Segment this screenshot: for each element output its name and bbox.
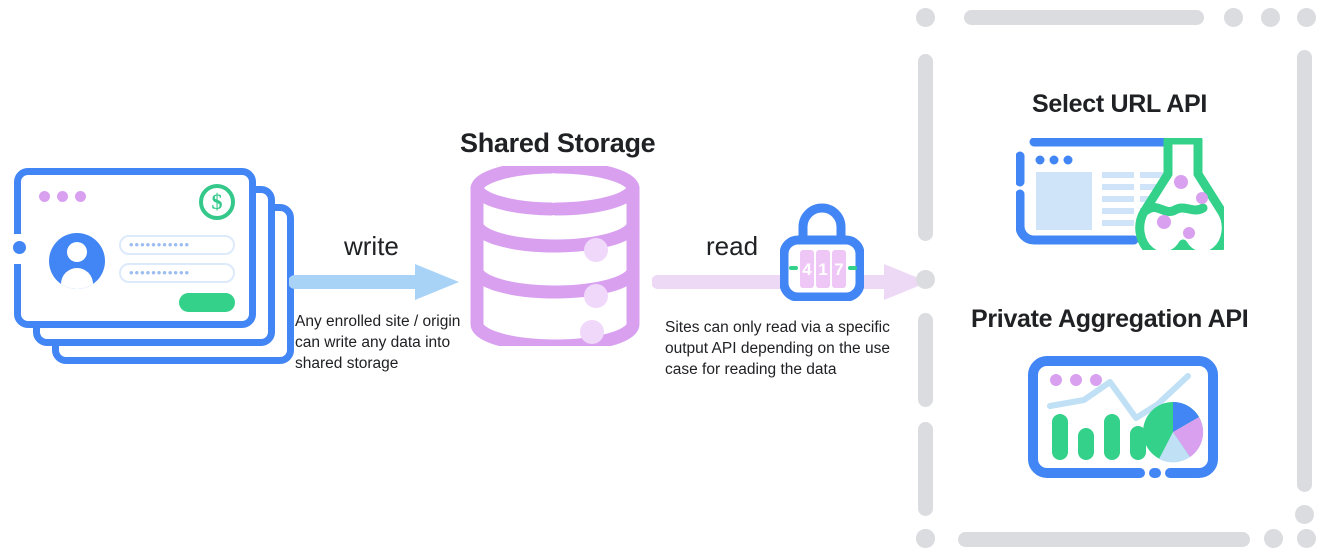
- panel-border-bottom-dot-3: [1297, 529, 1316, 548]
- panel-border-top-dot-4: [1297, 8, 1316, 27]
- panel-border-left-dot-1: [916, 270, 935, 289]
- panel-border-top-dot-1: [916, 8, 935, 27]
- enrolled-sites-card-stack: $ ••••••••••• •••••••••••: [13, 168, 294, 368]
- submit-button[interactable]: [179, 293, 235, 312]
- write-caption: Any enrolled site / origin can write any…: [295, 313, 461, 372]
- panel-border-left-dash-3: [918, 422, 933, 516]
- combination-padlock-icon: 4 1 7: [779, 203, 865, 306]
- site-card-front: $ ••••••••••• •••••••••••: [14, 168, 256, 328]
- lock-digit-3: 7: [834, 260, 843, 279]
- panel-border-top-dot-3: [1261, 8, 1280, 27]
- browser-flask-icon: [1015, 135, 1231, 261]
- card-edge-dot-icon: [13, 241, 26, 254]
- panel-border-left-dash-1: [918, 54, 933, 241]
- panel-border-right-dot-1: [1295, 505, 1314, 524]
- lock-digit-2: 1: [818, 260, 827, 279]
- shared-storage-title: Shared Storage: [460, 128, 656, 158]
- dollar-coin-icon: $: [199, 184, 235, 220]
- select-url-api-title: Select URL API: [1032, 90, 1208, 118]
- panel-border-bottom-dot-1: [916, 529, 935, 548]
- password-field[interactable]: •••••••••••: [119, 263, 235, 283]
- read-label: read: [706, 231, 759, 261]
- panel-border-right-dash: [1297, 50, 1312, 492]
- read-caption: Sites can only read via a specific outpu…: [665, 319, 890, 378]
- private-aggregation-api-title: Private Aggregation API: [971, 305, 1249, 333]
- shared-storage-database-icon: [470, 160, 640, 353]
- output-apis-panel: [916, 8, 1326, 548]
- write-arrow-icon: [288, 262, 461, 307]
- panel-border-left-dash-2: [918, 313, 933, 407]
- browser-charts-icon: [1028, 356, 1218, 487]
- panel-border-bottom-dash: [958, 532, 1250, 547]
- username-field[interactable]: •••••••••••: [119, 235, 235, 255]
- panel-border-top-dash: [964, 10, 1204, 25]
- panel-border-top-dot-2: [1224, 8, 1243, 27]
- panel-border-bottom-dot-2: [1264, 529, 1283, 548]
- window-dots-icon: [39, 191, 86, 202]
- write-label: write: [344, 231, 399, 261]
- user-avatar-icon: [49, 233, 105, 289]
- lock-digit-1: 4: [802, 260, 812, 279]
